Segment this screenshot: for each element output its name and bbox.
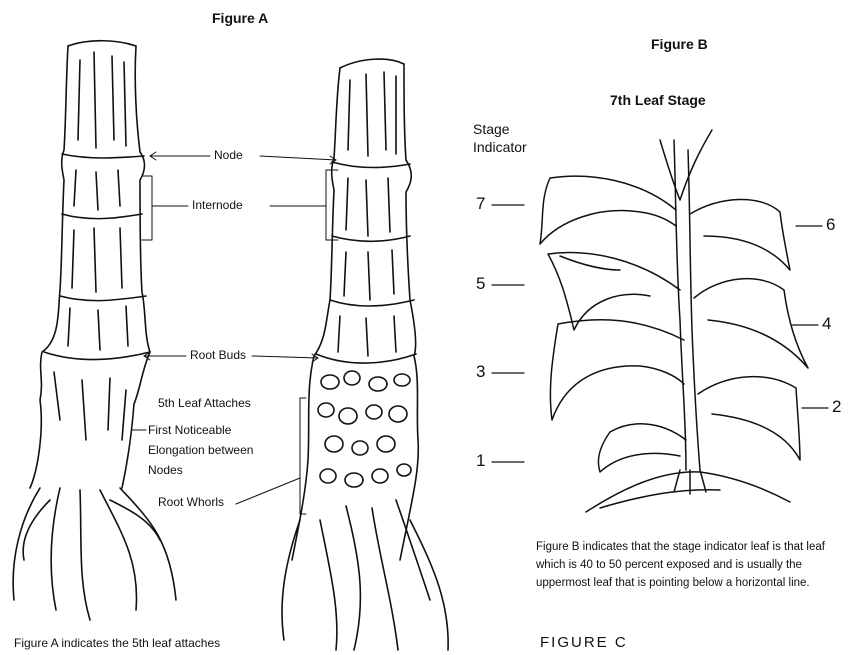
stage-number-6: 6 [826, 215, 835, 235]
stage-dashes [492, 205, 828, 462]
stage-number-7: 7 [476, 194, 485, 214]
stage-number-1: 1 [476, 451, 485, 471]
stage-number-3: 3 [476, 362, 485, 382]
stage-indicator-line2: Indicator [473, 138, 527, 156]
stage-number-2: 2 [832, 397, 841, 417]
figure-a-title: Figure A [212, 10, 268, 26]
root-buds-label: Root Buds [190, 348, 246, 362]
stage-number-5: 5 [476, 274, 485, 294]
fifth-leaf-label: 5th Leaf Attaches [158, 396, 251, 410]
figure-b-caption: Figure B indicates that the stage indica… [536, 538, 841, 592]
first-noticeable-line1: First Noticeable [148, 423, 231, 437]
stage-indicator-line1: Stage [473, 120, 510, 138]
internode-label: Internode [192, 198, 243, 212]
node-label: Node [214, 148, 243, 162]
figure-b-title: Figure B [651, 36, 708, 52]
first-noticeable-line3: Nodes [148, 463, 183, 477]
first-noticeable-line2: Elongation between [148, 443, 253, 457]
right-stalk-illustration [282, 59, 448, 650]
corn-plant-illustration [540, 130, 808, 512]
figure-a-caption: Figure A indicates the 5th leaf attaches [14, 636, 220, 650]
root-whorls-label: Root Whorls [158, 495, 224, 509]
figure-c-title: FIGURE C [540, 634, 628, 651]
left-stalk-illustration [13, 41, 176, 620]
figure-b-subtitle: 7th Leaf Stage [610, 92, 706, 108]
stage-number-4: 4 [822, 314, 831, 334]
